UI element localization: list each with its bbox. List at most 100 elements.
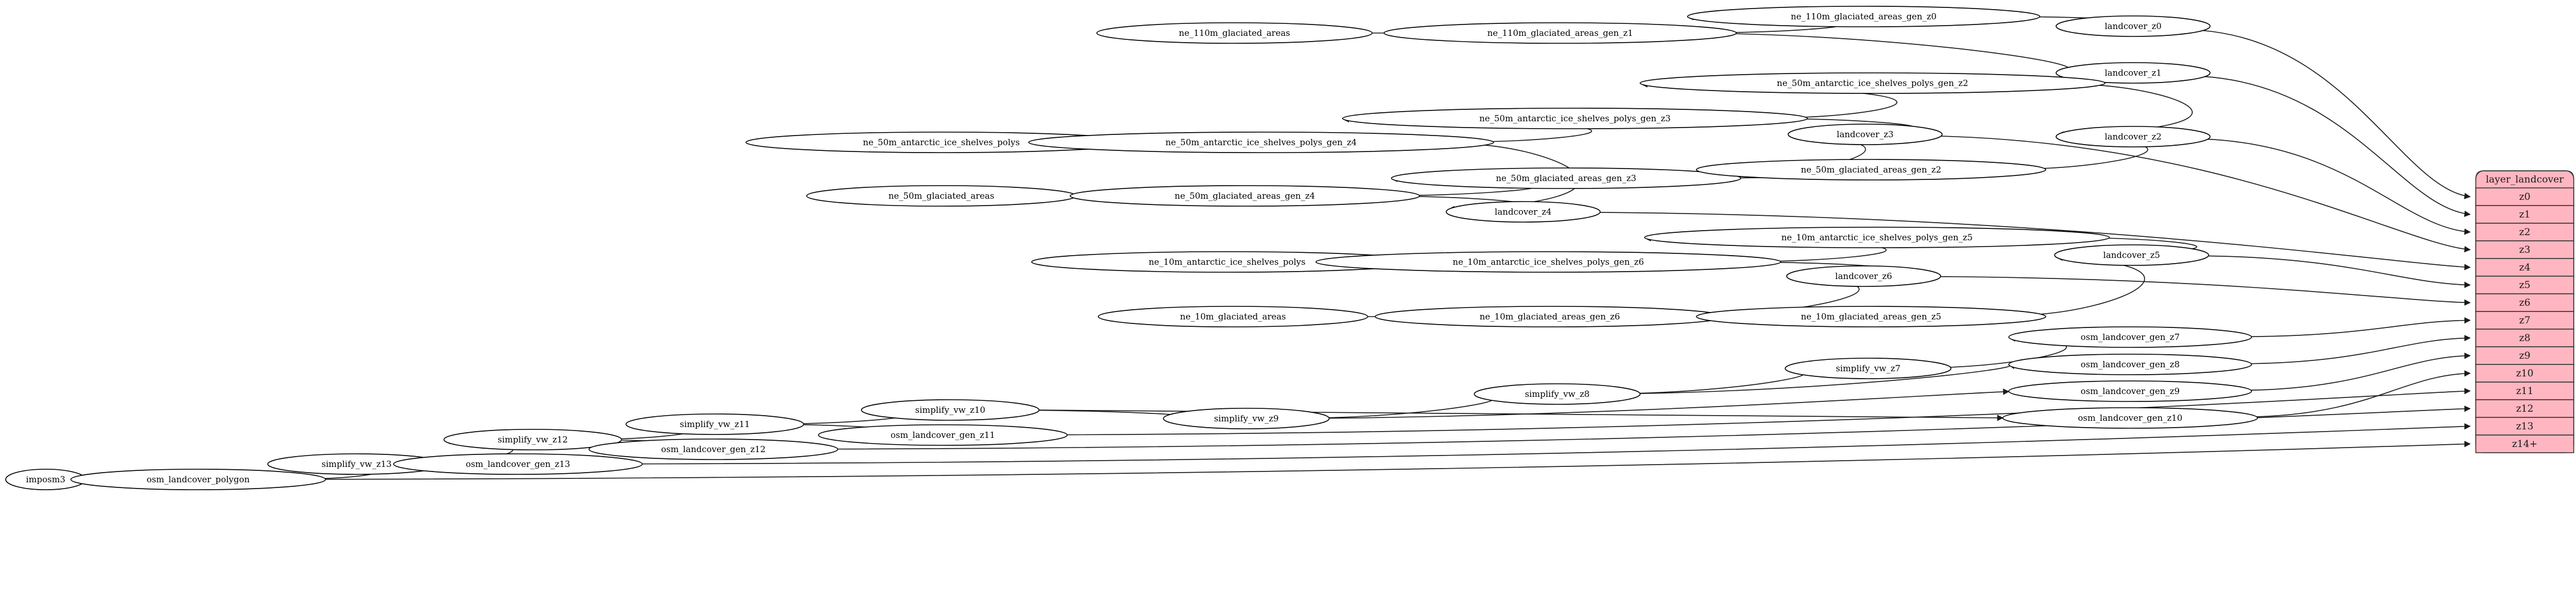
node-ellipse-simplify_vw_z11 [625, 413, 805, 435]
node-label-ne_10m_antarctic_ice_shelves_polys: ne_10m_antarctic_ice_shelves_polys [1148, 257, 1305, 267]
table-row-z3[interactable]: z3 [2475, 240, 2574, 259]
node-osm_landcover_gen_z7[interactable]: osm_landcover_gen_z7 [2008, 326, 2253, 348]
edge-simplify_vw_z9-to-simplify_vw_z8 [1327, 392, 1495, 419]
node-ne_110m_glaciated_areas_gen_z1[interactable]: ne_110m_glaciated_areas_gen_z1 [1383, 22, 1737, 44]
node-ne_110m_glaciated_areas_gen_z0[interactable]: ne_110m_glaciated_areas_gen_z0 [1687, 6, 2041, 27]
table-row-z13[interactable]: z13 [2475, 417, 2574, 436]
table-row-z14+[interactable]: z14+ [2475, 434, 2574, 453]
node-osm_landcover_gen_z11[interactable]: osm_landcover_gen_z11 [818, 424, 1068, 446]
node-landcover_z3[interactable]: landcover_z3 [1787, 124, 1943, 145]
table-row-rect-z9 [2475, 346, 2574, 365]
node-ne_50m_glaciated_areas_gen_z2[interactable]: ne_50m_glaciated_areas_gen_z2 [1696, 159, 2046, 181]
node-label-osm_landcover_polygon: osm_landcover_polygon [146, 474, 249, 485]
node-landcover_z1[interactable]: landcover_z1 [2056, 62, 2211, 84]
node-ne_50m_antarctic_ice_shelves_polys[interactable]: ne_50m_antarctic_ice_shelves_polys [745, 132, 1138, 153]
table-row-z11[interactable]: z11 [2475, 382, 2574, 400]
node-label-osm_landcover_gen_z8: osm_landcover_gen_z8 [2081, 359, 2180, 370]
table-row-z1[interactable]: z1 [2475, 205, 2574, 224]
node-osm_landcover_polygon[interactable]: osm_landcover_polygon [70, 469, 326, 490]
edge-landcover_z6-to-layer_landcover-z6 [1939, 276, 2471, 306]
node-ellipse-ne_10m_glaciated_areas_gen_z5 [1696, 306, 2046, 327]
node-label-landcover_z6: landcover_z6 [1835, 271, 1892, 281]
node-ne_50m_glaciated_areas_gen_z4[interactable]: ne_50m_glaciated_areas_gen_z4 [1069, 185, 1420, 207]
node-label-ne_110m_glaciated_areas: ne_110m_glaciated_areas [1179, 28, 1290, 38]
node-simplify_vw_z9[interactable]: simplify_vw_z9 [1163, 408, 1330, 429]
table-row-label-z4: z4 [2519, 262, 2530, 273]
table-row-label-z14+: z14+ [2512, 438, 2538, 450]
node-ne_50m_glaciated_areas[interactable]: ne_50m_glaciated_areas [806, 185, 1077, 207]
node-ellipse-ne_10m_antarctic_ice_shelves_polys_gen_z6 [1315, 251, 1782, 273]
edge-simplify_vw_z8-to-simplify_vw_z7 [1638, 366, 1806, 394]
node-ne_50m_antarctic_ice_shelves_polys_gen_z2[interactable]: ne_50m_antarctic_ice_shelves_polys_gen_z… [1639, 72, 2106, 94]
node-landcover_z5[interactable]: landcover_z5 [2054, 244, 2209, 266]
node-label-landcover_z3: landcover_z3 [1837, 129, 1894, 140]
node-simplify_vw_z10[interactable]: simplify_vw_z10 [861, 399, 1040, 421]
node-ellipse-osm_landcover_gen_z12 [588, 438, 839, 460]
table-row-z6[interactable]: z6 [2475, 293, 2574, 312]
node-simplify_vw_z11[interactable]: simplify_vw_z11 [625, 413, 805, 435]
edge-landcover_z1-to-layer_landcover-z1 [2202, 76, 2471, 217]
node-landcover_z6[interactable]: landcover_z6 [1786, 265, 1942, 287]
edge-simplify_vw_z8-to-osm_landcover_gen_z8 [1638, 363, 2016, 394]
node-simplify_vw_z8[interactable]: simplify_vw_z8 [1474, 383, 1641, 405]
node-ne_10m_glaciated_areas_gen_z6[interactable]: ne_10m_glaciated_areas_gen_z6 [1375, 306, 1725, 327]
node-ne_110m_glaciated_areas[interactable]: ne_110m_glaciated_areas [1096, 22, 1373, 44]
node-ellipse-ne_50m_antarctic_ice_shelves_polys_gen_z2 [1639, 72, 2106, 94]
node-label-ne_50m_antarctic_ice_shelves_polys_gen_z4: ne_50m_antarctic_ice_shelves_polys_gen_z… [1166, 137, 1357, 147]
node-osm_landcover_gen_z8[interactable]: osm_landcover_gen_z8 [2008, 354, 2253, 375]
node-simplify_vw_z7[interactable]: simplify_vw_z7 [1785, 358, 1952, 379]
node-label-ne_50m_glaciated_areas_gen_z4: ne_50m_glaciated_areas_gen_z4 [1175, 191, 1315, 201]
node-ne_10m_glaciated_areas[interactable]: ne_10m_glaciated_areas [1097, 306, 1368, 327]
table-row-z5[interactable]: z5 [2475, 276, 2574, 294]
node-osm_landcover_gen_z12[interactable]: osm_landcover_gen_z12 [588, 438, 839, 460]
table-row-z8[interactable]: z8 [2475, 329, 2574, 347]
node-ellipse-landcover_z3 [1787, 124, 1943, 145]
node-landcover_z4[interactable]: landcover_z4 [1446, 201, 1601, 223]
table-row-rect-z6 [2475, 293, 2574, 312]
node-ellipse-ne_10m_glaciated_areas [1097, 306, 1368, 327]
node-osm_landcover_gen_z10[interactable]: osm_landcover_gen_z10 [2002, 407, 2258, 429]
node-label-ne_10m_antarctic_ice_shelves_polys_gen_z6: ne_10m_antarctic_ice_shelves_polys_gen_z… [1453, 257, 1644, 267]
node-landcover_z0[interactable]: landcover_z0 [2056, 15, 2211, 37]
node-osm_landcover_gen_z13[interactable]: osm_landcover_gen_z13 [393, 453, 643, 475]
table-row-label-z3: z3 [2519, 244, 2530, 256]
node-ne_10m_antarctic_ice_shelves_polys_gen_z6[interactable]: ne_10m_antarctic_ice_shelves_polys_gen_z… [1315, 251, 1782, 273]
node-ellipse-landcover_z0 [2056, 15, 2211, 37]
node-osm_landcover_gen_z9[interactable]: osm_landcover_gen_z9 [2008, 380, 2253, 402]
table-row-label-z7: z7 [2519, 315, 2530, 326]
table-row-z7[interactable]: z7 [2475, 311, 2574, 330]
table-row-z12[interactable]: z12 [2475, 399, 2574, 418]
node-label-imposm3: imposm3 [26, 474, 65, 485]
table-row-rect-z14+ [2475, 434, 2574, 453]
edge-osm_landcover_gen_z7-to-layer_landcover-z7 [2249, 317, 2471, 338]
node-ne_10m_antarctic_ice_shelves_polys_gen_z5[interactable]: ne_10m_antarctic_ice_shelves_polys_gen_z… [1644, 227, 2110, 248]
node-ellipse-landcover_z6 [1786, 265, 1942, 287]
node-landcover_z2[interactable]: landcover_z2 [2056, 126, 2211, 147]
table-row-label-z2: z2 [2519, 227, 2530, 238]
table-row-rect-z10 [2475, 364, 2574, 383]
node-ne_50m_antarctic_ice_shelves_polys_gen_z3[interactable]: ne_50m_antarctic_ice_shelves_polys_gen_z… [1342, 108, 1808, 129]
node-label-landcover_z2: landcover_z2 [2105, 132, 2161, 142]
table-row-z10[interactable]: z10 [2475, 364, 2574, 383]
node-ellipse-ne_50m_glaciated_areas_gen_z4 [1069, 185, 1420, 207]
node-ellipse-ne_50m_glaciated_areas_gen_z2 [1696, 159, 2046, 181]
table-row-z4[interactable]: z4 [2475, 258, 2574, 277]
node-ellipse-ne_50m_glaciated_areas_gen_z3 [1390, 167, 1741, 189]
node-simplify_vw_z12[interactable]: simplify_vw_z12 [443, 429, 622, 450]
node-ne_50m_antarctic_ice_shelves_polys_gen_z4[interactable]: ne_50m_antarctic_ice_shelves_polys_gen_z… [1028, 132, 1494, 153]
layer-landcover-table[interactable]: layer_landcoverz0z1z2z3z4z5z6z7z8z9z10z1… [2475, 170, 2574, 453]
node-ne_50m_glaciated_areas_gen_z3[interactable]: ne_50m_glaciated_areas_gen_z3 [1390, 167, 1741, 189]
edge-simplify_vw_z9-to-osm_landcover_gen_z9 [1327, 388, 2010, 419]
node-label-ne_50m_antarctic_ice_shelves_polys_gen_z2: ne_50m_antarctic_ice_shelves_polys_gen_z… [1777, 78, 1968, 88]
table-row-z0[interactable]: z0 [2475, 187, 2574, 206]
node-label-simplify_vw_z9: simplify_vw_z9 [1214, 413, 1279, 424]
table-row-z9[interactable]: z9 [2475, 346, 2574, 365]
node-ellipse-landcover_z5 [2054, 244, 2209, 266]
node-ne_10m_glaciated_areas_gen_z5[interactable]: ne_10m_glaciated_areas_gen_z5 [1696, 306, 2046, 327]
table-row-label-z1: z1 [2519, 209, 2530, 220]
table-row-z2[interactable]: z2 [2475, 223, 2574, 241]
node-label-ne_50m_antarctic_ice_shelves_polys: ne_50m_antarctic_ice_shelves_polys [863, 137, 1019, 147]
node-ellipse-osm_landcover_gen_z7 [2008, 326, 2253, 348]
